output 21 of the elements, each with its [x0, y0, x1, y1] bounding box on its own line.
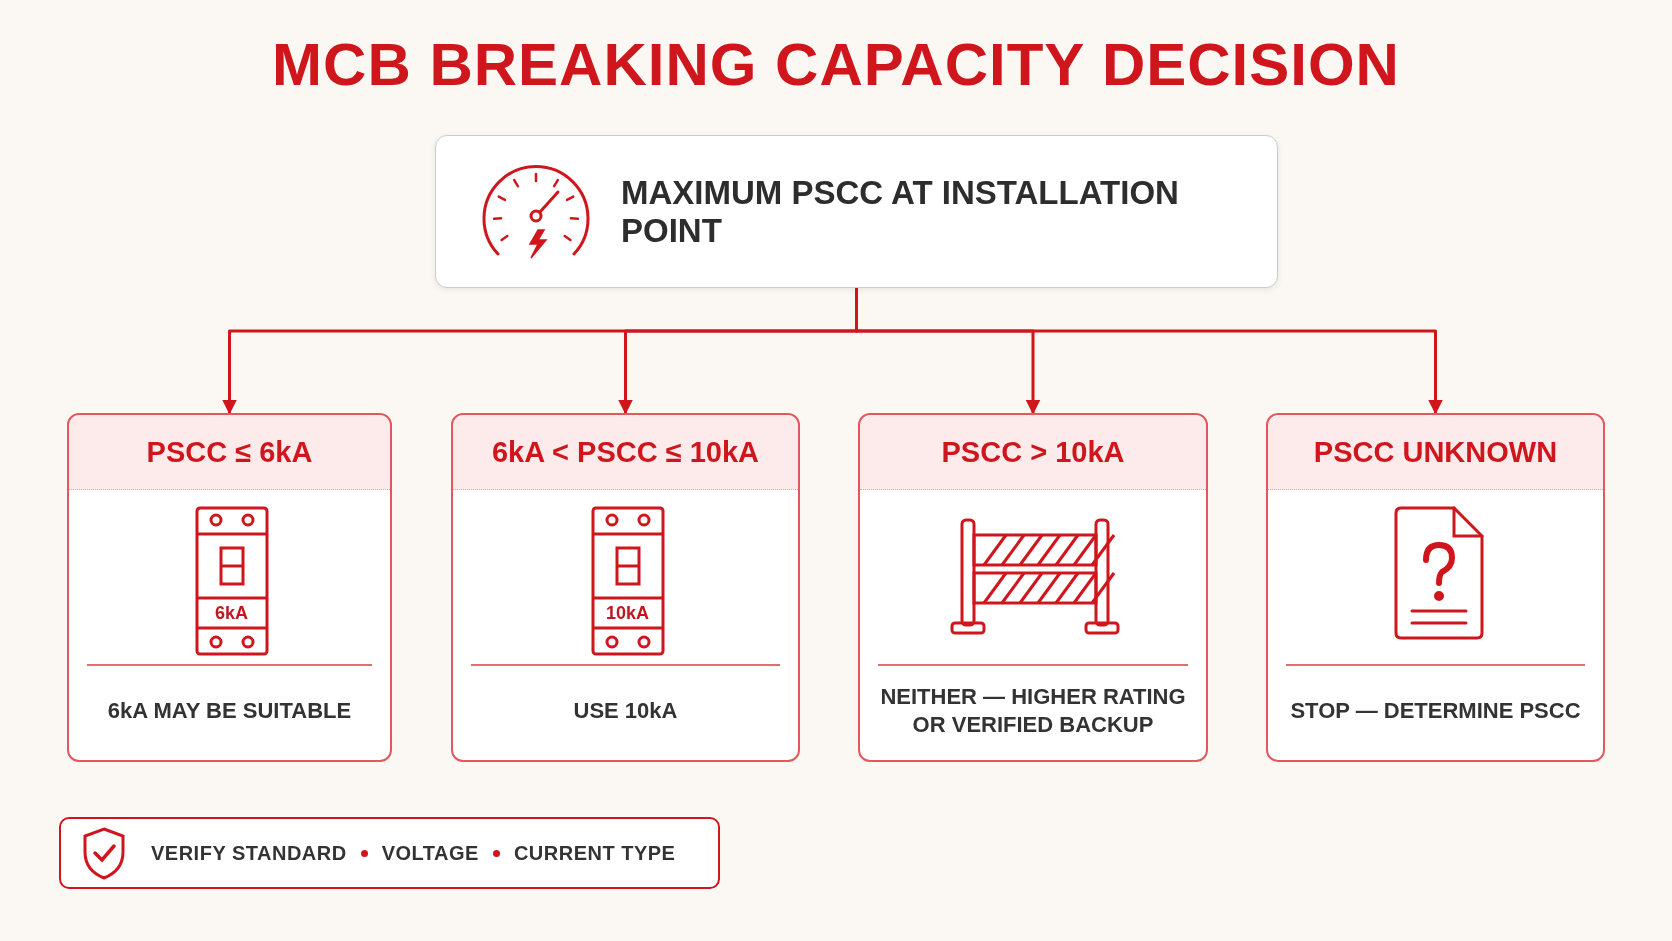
outcome-card	[1266, 413, 1605, 762]
card-heading: PSCC ≤ 6kA	[69, 415, 390, 490]
card-heading: PSCC > 10kA	[860, 415, 1206, 490]
rating-label: 6kA	[214, 602, 249, 625]
source-box	[435, 135, 1278, 288]
outcome-text: STOP — DETERMINE PSCC	[1289, 696, 1582, 725]
note-text: VOLTAGE	[381, 841, 479, 865]
note-box	[59, 817, 720, 889]
outcome-card	[67, 413, 392, 762]
outcome-text: NEITHER — HIGHER RATING OR VERIFIED BACKUP	[879, 683, 1187, 739]
rating-label: 10kA	[605, 602, 650, 625]
note-text: CURRENT TYPE	[513, 841, 676, 865]
outcome-text: 6kA MAY BE SUITABLE	[106, 696, 353, 725]
outcome-card	[451, 413, 800, 762]
outcome-card	[858, 413, 1208, 762]
title: MCB BREAKING CAPACITY DECISION	[271, 30, 1401, 99]
note-text: VERIFY STANDARD	[151, 841, 347, 865]
outcome-text: USE 10kA	[572, 696, 679, 725]
source-label: MAXIMUM PSCC AT INSTALLATION POINT	[621, 172, 1180, 251]
card-heading: 6kA < PSCC ≤ 10kA	[453, 415, 798, 490]
card-heading: PSCC UNKNOWN	[1268, 415, 1603, 490]
